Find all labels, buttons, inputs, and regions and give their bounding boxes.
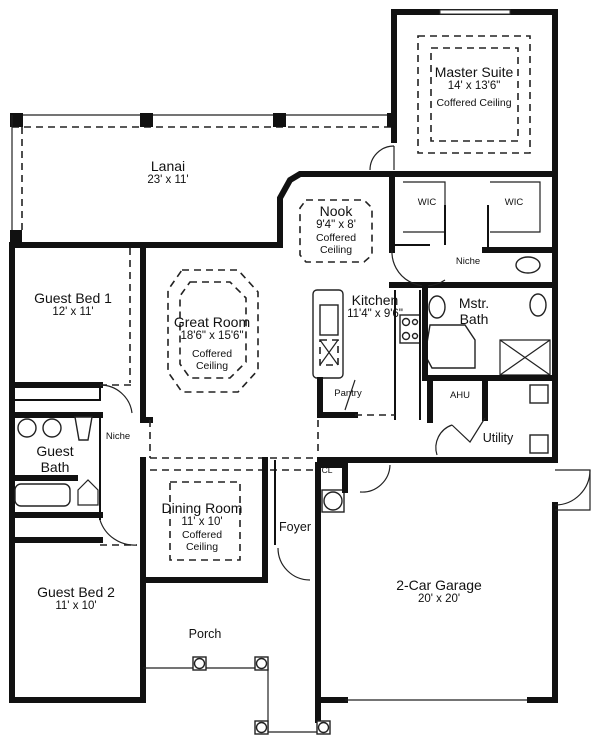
nook-ceiling xyxy=(299,199,373,263)
room-label-kitchen: Kitchen 11'4" x 9'6" xyxy=(347,292,403,321)
room-label-pantry: Pantry xyxy=(334,388,362,399)
master-bath-fixtures xyxy=(422,282,558,381)
house-exterior-walls xyxy=(9,171,558,703)
room-label-dining-room: Dining Room 11' x 10' Coffered Ceiling xyxy=(161,500,243,554)
room-label-ahu: AHU xyxy=(449,390,471,401)
great-room-ceiling xyxy=(167,269,259,393)
room-label-niche-master: Niche xyxy=(455,256,481,267)
master-closets xyxy=(389,173,558,288)
porch-outline xyxy=(143,656,331,735)
room-label-mstr-bath: Mstr. Bath xyxy=(458,295,490,328)
room-label-utility: Utility xyxy=(482,431,514,445)
guest-wing xyxy=(9,248,153,546)
room-label-foyer: Foyer xyxy=(279,520,311,534)
room-label-wic-left: WIC xyxy=(417,197,437,208)
lanai-outline xyxy=(9,113,558,248)
room-label-guest-bed-2: Guest Bed 2 11' x 10' xyxy=(37,584,115,613)
room-label-garage: 2-Car Garage 20' x 20' xyxy=(396,577,482,606)
room-label-cl: CL xyxy=(321,465,333,475)
room-label-lanai: Lanai 23' x 11' xyxy=(147,158,189,187)
room-label-porch: Porch xyxy=(188,627,222,641)
kitchen-fixtures xyxy=(312,289,421,420)
room-label-master-suite: Master Suite 14' x 13'6" Coffered Ceilin… xyxy=(434,64,514,110)
garage-outline xyxy=(315,464,591,703)
room-label-guest-bath: Guest Bath xyxy=(36,443,74,476)
room-label-nook: Nook 9'4" x 8' Coffered Ceiling xyxy=(315,203,357,257)
room-label-great-room: Great Room 18'6" x 15'6" Coffered Ceilin… xyxy=(173,314,251,373)
pantry-ahu-utility xyxy=(317,375,549,456)
room-label-wic-right: WIC xyxy=(504,197,524,208)
dining-foyer xyxy=(140,420,348,723)
room-label-niche-guest: Niche xyxy=(105,431,131,442)
room-label-guest-bed-1: Guest Bed 1 12' x 11' xyxy=(34,290,112,319)
